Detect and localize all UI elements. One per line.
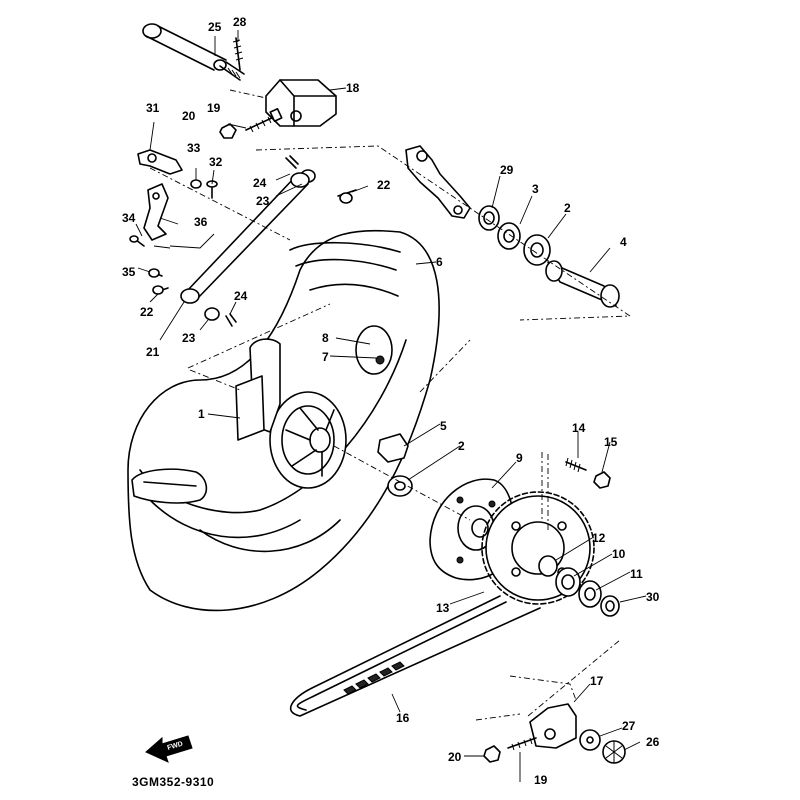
- washer-23b-pin-24b: [204, 307, 237, 327]
- callout-20: 20: [182, 109, 196, 123]
- callout-25: 25: [208, 20, 222, 34]
- callout-10: 10: [612, 547, 626, 561]
- callout-5: 5: [440, 419, 447, 433]
- adjust-bolt-19: [245, 107, 283, 133]
- drive-chain-16: [289, 595, 541, 717]
- callout-24-lower: 24: [234, 289, 248, 303]
- cotter-pin-24a: [285, 155, 299, 169]
- bearing-seals-29-3-2: [478, 205, 551, 266]
- chain-puller-block-18: [265, 79, 347, 127]
- bracket-31: [137, 149, 183, 175]
- callout-16: 16: [396, 711, 410, 725]
- callout-6: 6: [436, 255, 443, 269]
- bolts-34-35-22b: [129, 235, 169, 295]
- callout-18: 18: [346, 81, 360, 95]
- fwd-label: FWD: [167, 741, 184, 752]
- callout-34: 34: [122, 211, 136, 225]
- washer-27: [579, 729, 601, 751]
- callout-8: 8: [322, 331, 329, 345]
- callout-23-lower: 23: [182, 331, 196, 345]
- callout-9: 9: [516, 451, 523, 465]
- callout-36: 36: [194, 215, 208, 229]
- callout-27: 27: [622, 719, 636, 733]
- caliper-bracket: [405, 145, 471, 219]
- chain-puller-17: [529, 703, 577, 749]
- bolt-28: [232, 37, 244, 71]
- callout-11: 11: [630, 567, 643, 581]
- callout-31: 31: [146, 101, 160, 115]
- callout-13: 13: [436, 601, 450, 615]
- drawing-code: 3GM352-9310: [132, 775, 214, 789]
- torque-arm-21: [180, 172, 310, 304]
- bearing-collar-12-10-11-30: [538, 555, 620, 617]
- nut-20b: [483, 745, 501, 763]
- phantom-lines: [149, 89, 632, 782]
- callout-19: 19: [207, 101, 221, 115]
- callout-30: 30: [646, 590, 660, 604]
- callout-29: 29: [500, 163, 514, 177]
- callout-2-lower: 2: [458, 439, 465, 453]
- callout-22-lower: 22: [140, 305, 154, 319]
- callout-28: 28: [233, 15, 247, 29]
- callout-numbers: 25 28 18 19 20 31 33 32 24 23 22 29 3 2 …: [122, 15, 660, 787]
- callout-32: 32: [209, 155, 223, 169]
- callout-33: 33: [187, 141, 201, 155]
- callout-23: 23: [256, 194, 270, 208]
- callout-17: 17: [590, 674, 604, 688]
- callout-12: 12: [592, 531, 606, 545]
- callout-21: 21: [146, 345, 160, 359]
- adjust-bolt-19b: [507, 737, 537, 751]
- callout-14: 14: [572, 421, 586, 435]
- fwd-arrow-icon: FWD: [145, 735, 193, 763]
- callout-15: 15: [604, 435, 618, 449]
- callout-20-lower: 20: [448, 750, 462, 764]
- callout-3: 3: [532, 182, 539, 196]
- nut-20a: [219, 123, 237, 139]
- callout-4: 4: [620, 235, 627, 249]
- callout-24: 24: [253, 176, 267, 190]
- callout-22: 22: [377, 178, 391, 192]
- callout-leaders: [135, 30, 647, 757]
- callout-26: 26: [646, 735, 660, 749]
- callout-7: 7: [322, 350, 329, 364]
- callout-1: 1: [198, 407, 205, 421]
- axle-nut-26: [602, 740, 626, 764]
- callout-35: 35: [122, 265, 136, 279]
- callout-19-lower: 19: [534, 773, 548, 787]
- stud-14-nut-15: [565, 457, 611, 489]
- brake-bracket-36: [143, 183, 169, 241]
- rear-wheel-6: [127, 229, 440, 612]
- bolt-22a: [337, 189, 357, 204]
- callout-2: 2: [564, 201, 571, 215]
- pivot-shaft: [142, 23, 245, 81]
